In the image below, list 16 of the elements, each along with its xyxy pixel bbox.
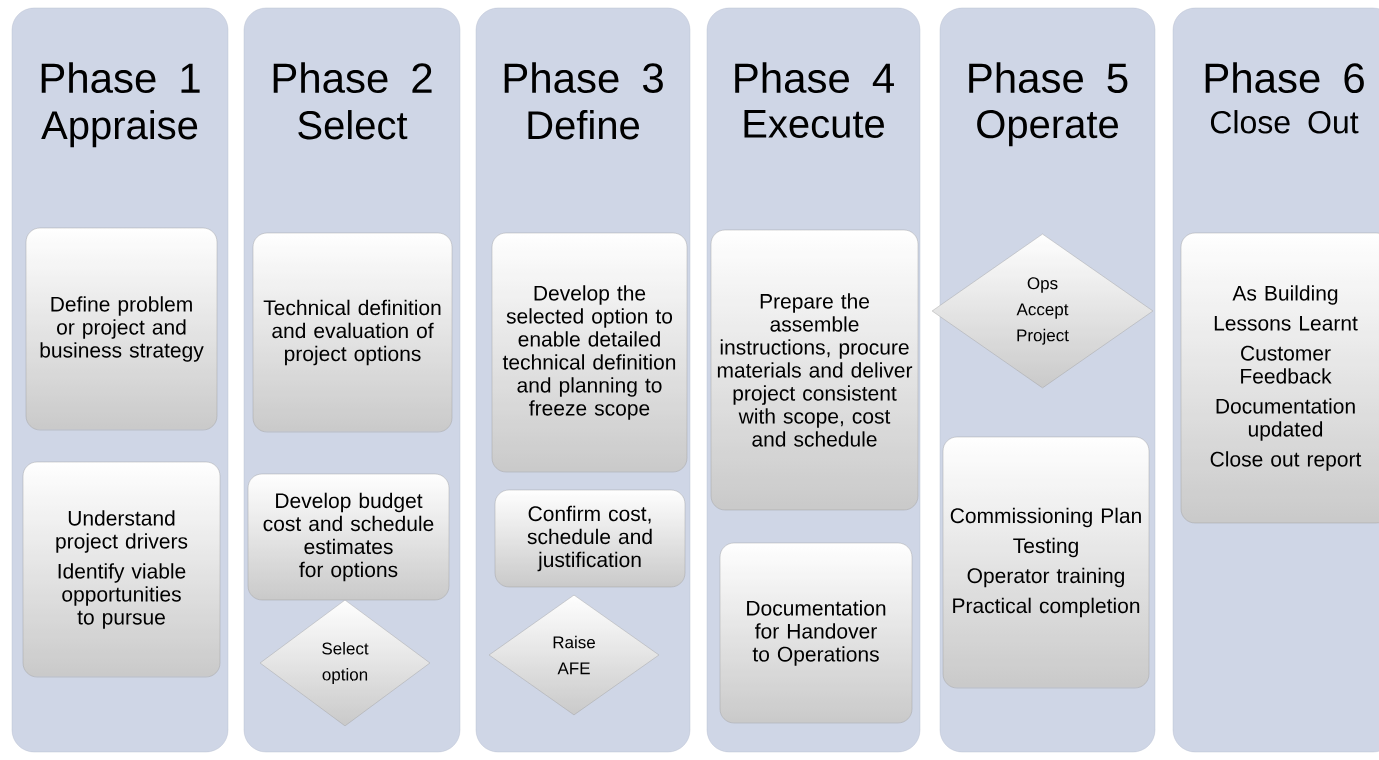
task-box: Technical definition and evaluation of project options — [252, 232, 453, 433]
phase-heading: Phase 2 Select — [273, 62, 432, 140]
phase-heading: Phase 1 Appraise — [41, 62, 200, 148]
task-box: Understand project drivers Identify viable opportunities to pursue — [22, 461, 221, 678]
task-box: Prepare the assemble instructions, procure materials and deliver project consistent with scope, cost and schedule — [710, 229, 919, 511]
task-box: Documentation for Handover to Operations — [719, 542, 913, 724]
phase-heading: Phase 5 Operate — [969, 62, 1128, 147]
phase-heading: Phase 6 Close Out — [1205, 62, 1364, 134]
task-box: Commissioning Plan Testing Operator training Practical completion — [942, 436, 1150, 689]
phase-heading: Phase 3 Define — [504, 62, 663, 140]
phase-heading: Phase 4 Execute — [735, 62, 894, 138]
task-box: Define problem or project and business strategy — [25, 227, 218, 431]
task-box: Develop budget cost and schedule estimates for options — [247, 473, 450, 601]
task-box: Confirm cost, schedule and justification — [494, 489, 686, 588]
task-box: Develop the selected option to enable detailed technical definition and planning to freeze scope — [491, 232, 688, 473]
task-box: As Building Lessons Learnt Customer Feedback Documentation updated Close out report — [1180, 232, 1379, 524]
